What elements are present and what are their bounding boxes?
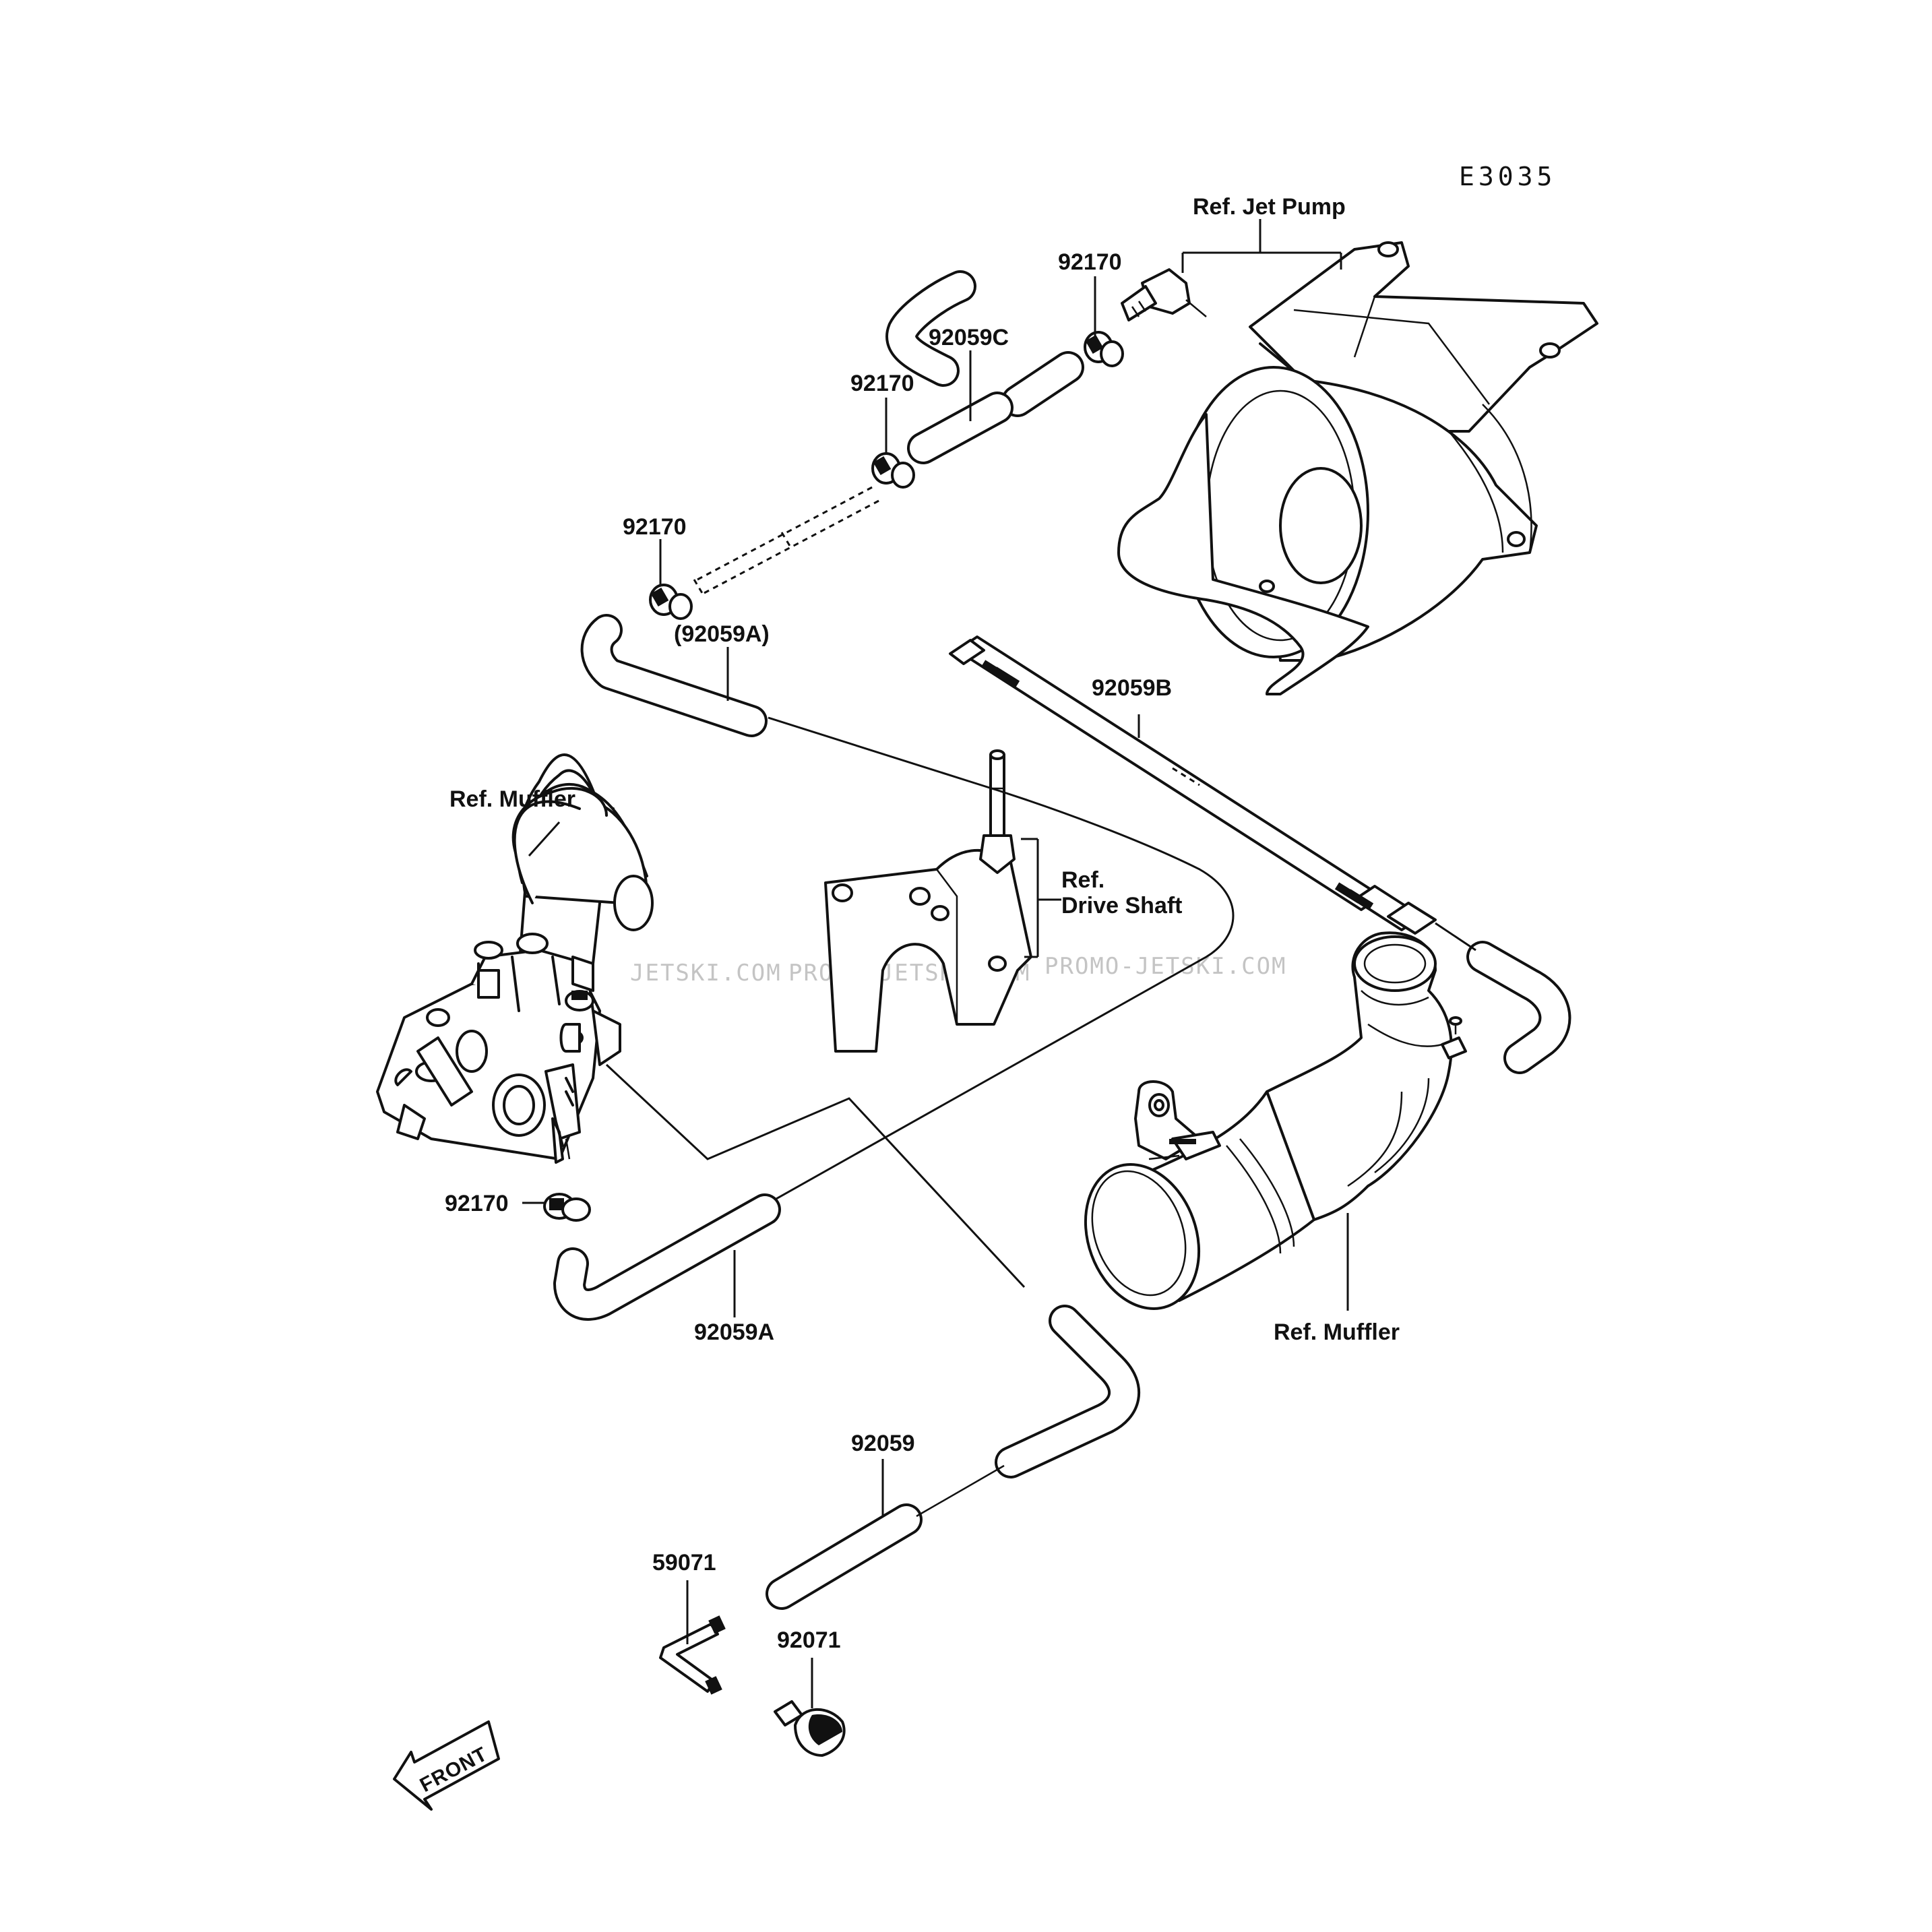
fitting-59071 — [659, 1615, 726, 1695]
clamp-92170-mid — [871, 452, 915, 489]
muffler-right — [1084, 931, 1467, 1310]
leader-lines — [522, 219, 1476, 1708]
label-59071: 59071 — [652, 1550, 716, 1576]
hose-92059a-upper — [580, 614, 768, 737]
label-92059a: 92059A — [694, 1319, 774, 1345]
label-92059a-paren: (92059A) — [674, 621, 770, 647]
label-92059c: 92059C — [929, 325, 1009, 350]
label-ref-muffler-right: Ref. Muffler — [1274, 1319, 1400, 1345]
hose-hidden-section — [693, 484, 883, 597]
hose-92059c — [907, 351, 1084, 464]
label-ref-drive-shaft-1: Ref. — [1061, 867, 1104, 893]
label-92059: 92059 — [851, 1431, 915, 1456]
part-labels: Ref. Jet Pump 92170 92059C 92170 92170 (… — [445, 194, 1400, 1653]
jet-pump-elbow-fitting — [1121, 268, 1207, 321]
watermark-1: JETSKI.COM — [630, 960, 782, 987]
label-92170-left: 92170 — [623, 514, 687, 540]
watermark-3: PROMO-JETSKI.COM — [1045, 953, 1287, 980]
drive-shaft-bracket — [824, 749, 1032, 1053]
diagram-code: E3035 — [1459, 162, 1556, 191]
hose-92059 — [766, 1305, 1140, 1610]
label-92170-top-right: 92170 — [1058, 249, 1122, 275]
cap-92071 — [774, 1700, 846, 1757]
label-ref-drive-shaft-2: Drive Shaft — [1061, 893, 1183, 918]
label-92170-bottom: 92170 — [445, 1191, 509, 1216]
label-92059b: 92059B — [1092, 675, 1172, 701]
hose-92059a-lower — [553, 1193, 781, 1321]
clamp-92170-top-right — [1084, 331, 1124, 367]
label-ref-muffler-left: Ref. Muffler — [449, 786, 575, 812]
clamp-92170-bottom — [543, 1193, 591, 1222]
jet-pump — [1117, 241, 1598, 695]
muffler-left — [376, 753, 654, 1164]
clamp-92170-left — [649, 584, 693, 620]
label-92170-mid: 92170 — [850, 371, 914, 396]
hose-92059b — [885, 270, 1571, 1074]
label-92071: 92071 — [777, 1627, 841, 1653]
label-ref-jet-pump: Ref. Jet Pump — [1193, 194, 1346, 220]
front-arrow-icon: FRONT — [393, 1720, 500, 1811]
